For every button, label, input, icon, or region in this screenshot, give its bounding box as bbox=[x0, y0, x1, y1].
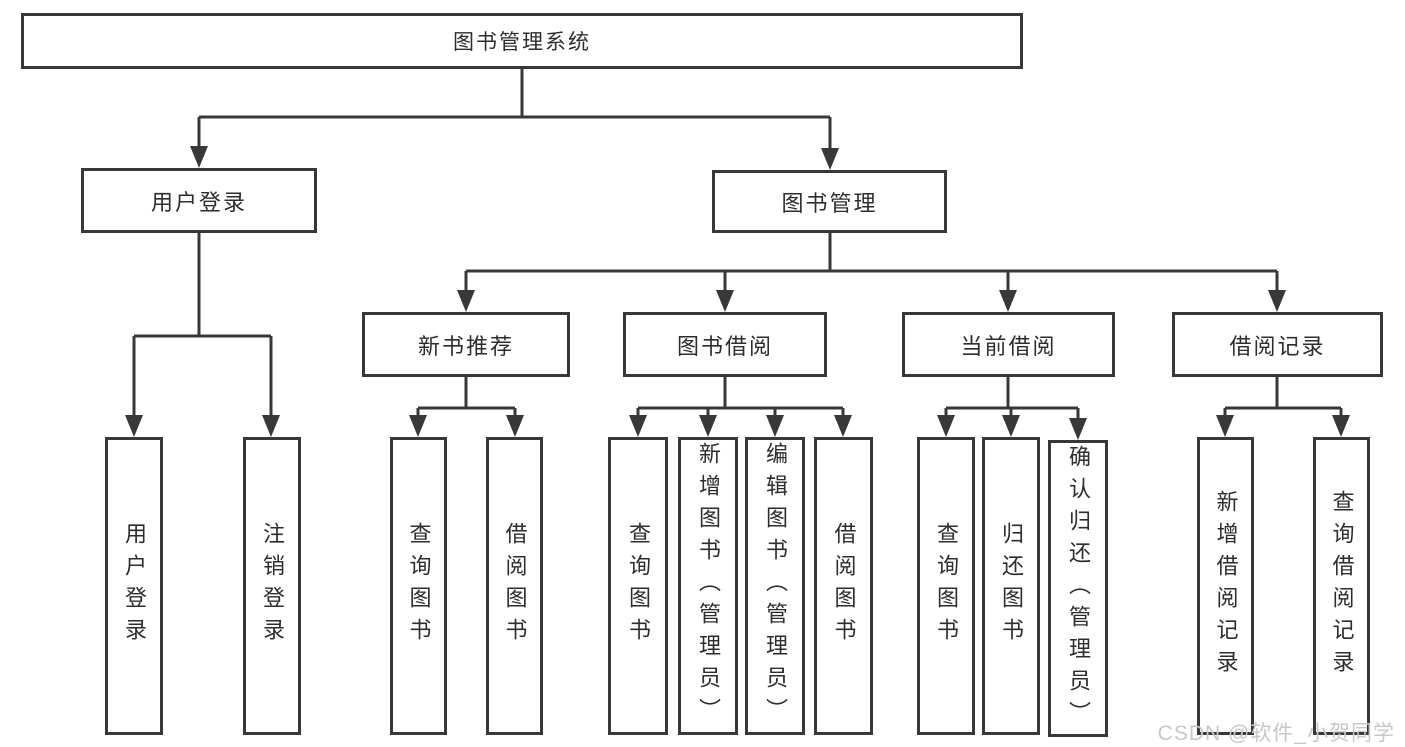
node-label: 查询图书 bbox=[934, 522, 959, 650]
node-label: 图书管理系统 bbox=[453, 31, 591, 54]
node-query-books: 查询图书 bbox=[390, 437, 447, 735]
node-query-books: 查询图书 bbox=[608, 437, 668, 735]
node-user-login-leaf: 用户登录 bbox=[105, 437, 163, 735]
node-borrowing-records: 借阅记录 bbox=[1172, 312, 1383, 377]
node-label: 归还图书 bbox=[999, 522, 1024, 650]
node-add-book-admin: 新增图书（管理员） bbox=[678, 437, 738, 735]
node-borrow-books: 借阅图书 bbox=[486, 437, 543, 735]
node-label: 用户登录 bbox=[150, 189, 247, 215]
node-return-books: 归还图书 bbox=[982, 437, 1040, 735]
node-add-borrow-record: 新增借阅记录 bbox=[1197, 437, 1254, 735]
node-current-borrowing: 当前借阅 bbox=[902, 312, 1115, 377]
watermark: CSDN @软件_小贺同学 bbox=[1157, 722, 1395, 745]
node-book-management: 图书管理 bbox=[712, 170, 947, 233]
node-label: 新增图书（管理员） bbox=[696, 442, 721, 730]
node-label: 借阅图书 bbox=[831, 522, 857, 650]
node-label: 新书推荐 bbox=[417, 333, 514, 359]
node-edit-book-admin: 编辑图书（管理员） bbox=[745, 437, 805, 735]
node-label: 图书管理 bbox=[781, 190, 878, 216]
node-query-borrow-record: 查询借阅记录 bbox=[1313, 437, 1370, 735]
node-user-login: 用户登录 bbox=[81, 168, 317, 233]
node-library-management-system: 图书管理系统 bbox=[21, 13, 1023, 69]
node-label: 借阅图书 bbox=[502, 522, 528, 650]
node-label: 借阅记录 bbox=[1229, 333, 1326, 359]
node-label: 用户登录 bbox=[122, 522, 147, 650]
node-new-book-recommendation: 新书推荐 bbox=[362, 312, 570, 377]
node-logout: 注销登录 bbox=[243, 437, 301, 735]
node-book-borrowing: 图书借阅 bbox=[623, 312, 827, 377]
node-confirm-return-admin: 确认归还（管理员） bbox=[1048, 440, 1108, 737]
node-label: 图书借阅 bbox=[676, 333, 773, 359]
node-label: 确认归还（管理员） bbox=[1066, 444, 1091, 733]
node-query-books: 查询图书 bbox=[917, 437, 975, 735]
node-label: 编辑图书（管理员） bbox=[763, 442, 788, 730]
node-borrow-books: 借阅图书 bbox=[814, 437, 873, 735]
node-label: 查询图书 bbox=[626, 522, 651, 650]
node-label: 查询图书 bbox=[406, 522, 432, 650]
node-label: 查询借阅记录 bbox=[1329, 490, 1355, 682]
node-label: 新增借阅记录 bbox=[1213, 490, 1239, 682]
node-label: 注销登录 bbox=[260, 522, 285, 650]
node-label: 当前借阅 bbox=[960, 333, 1057, 359]
